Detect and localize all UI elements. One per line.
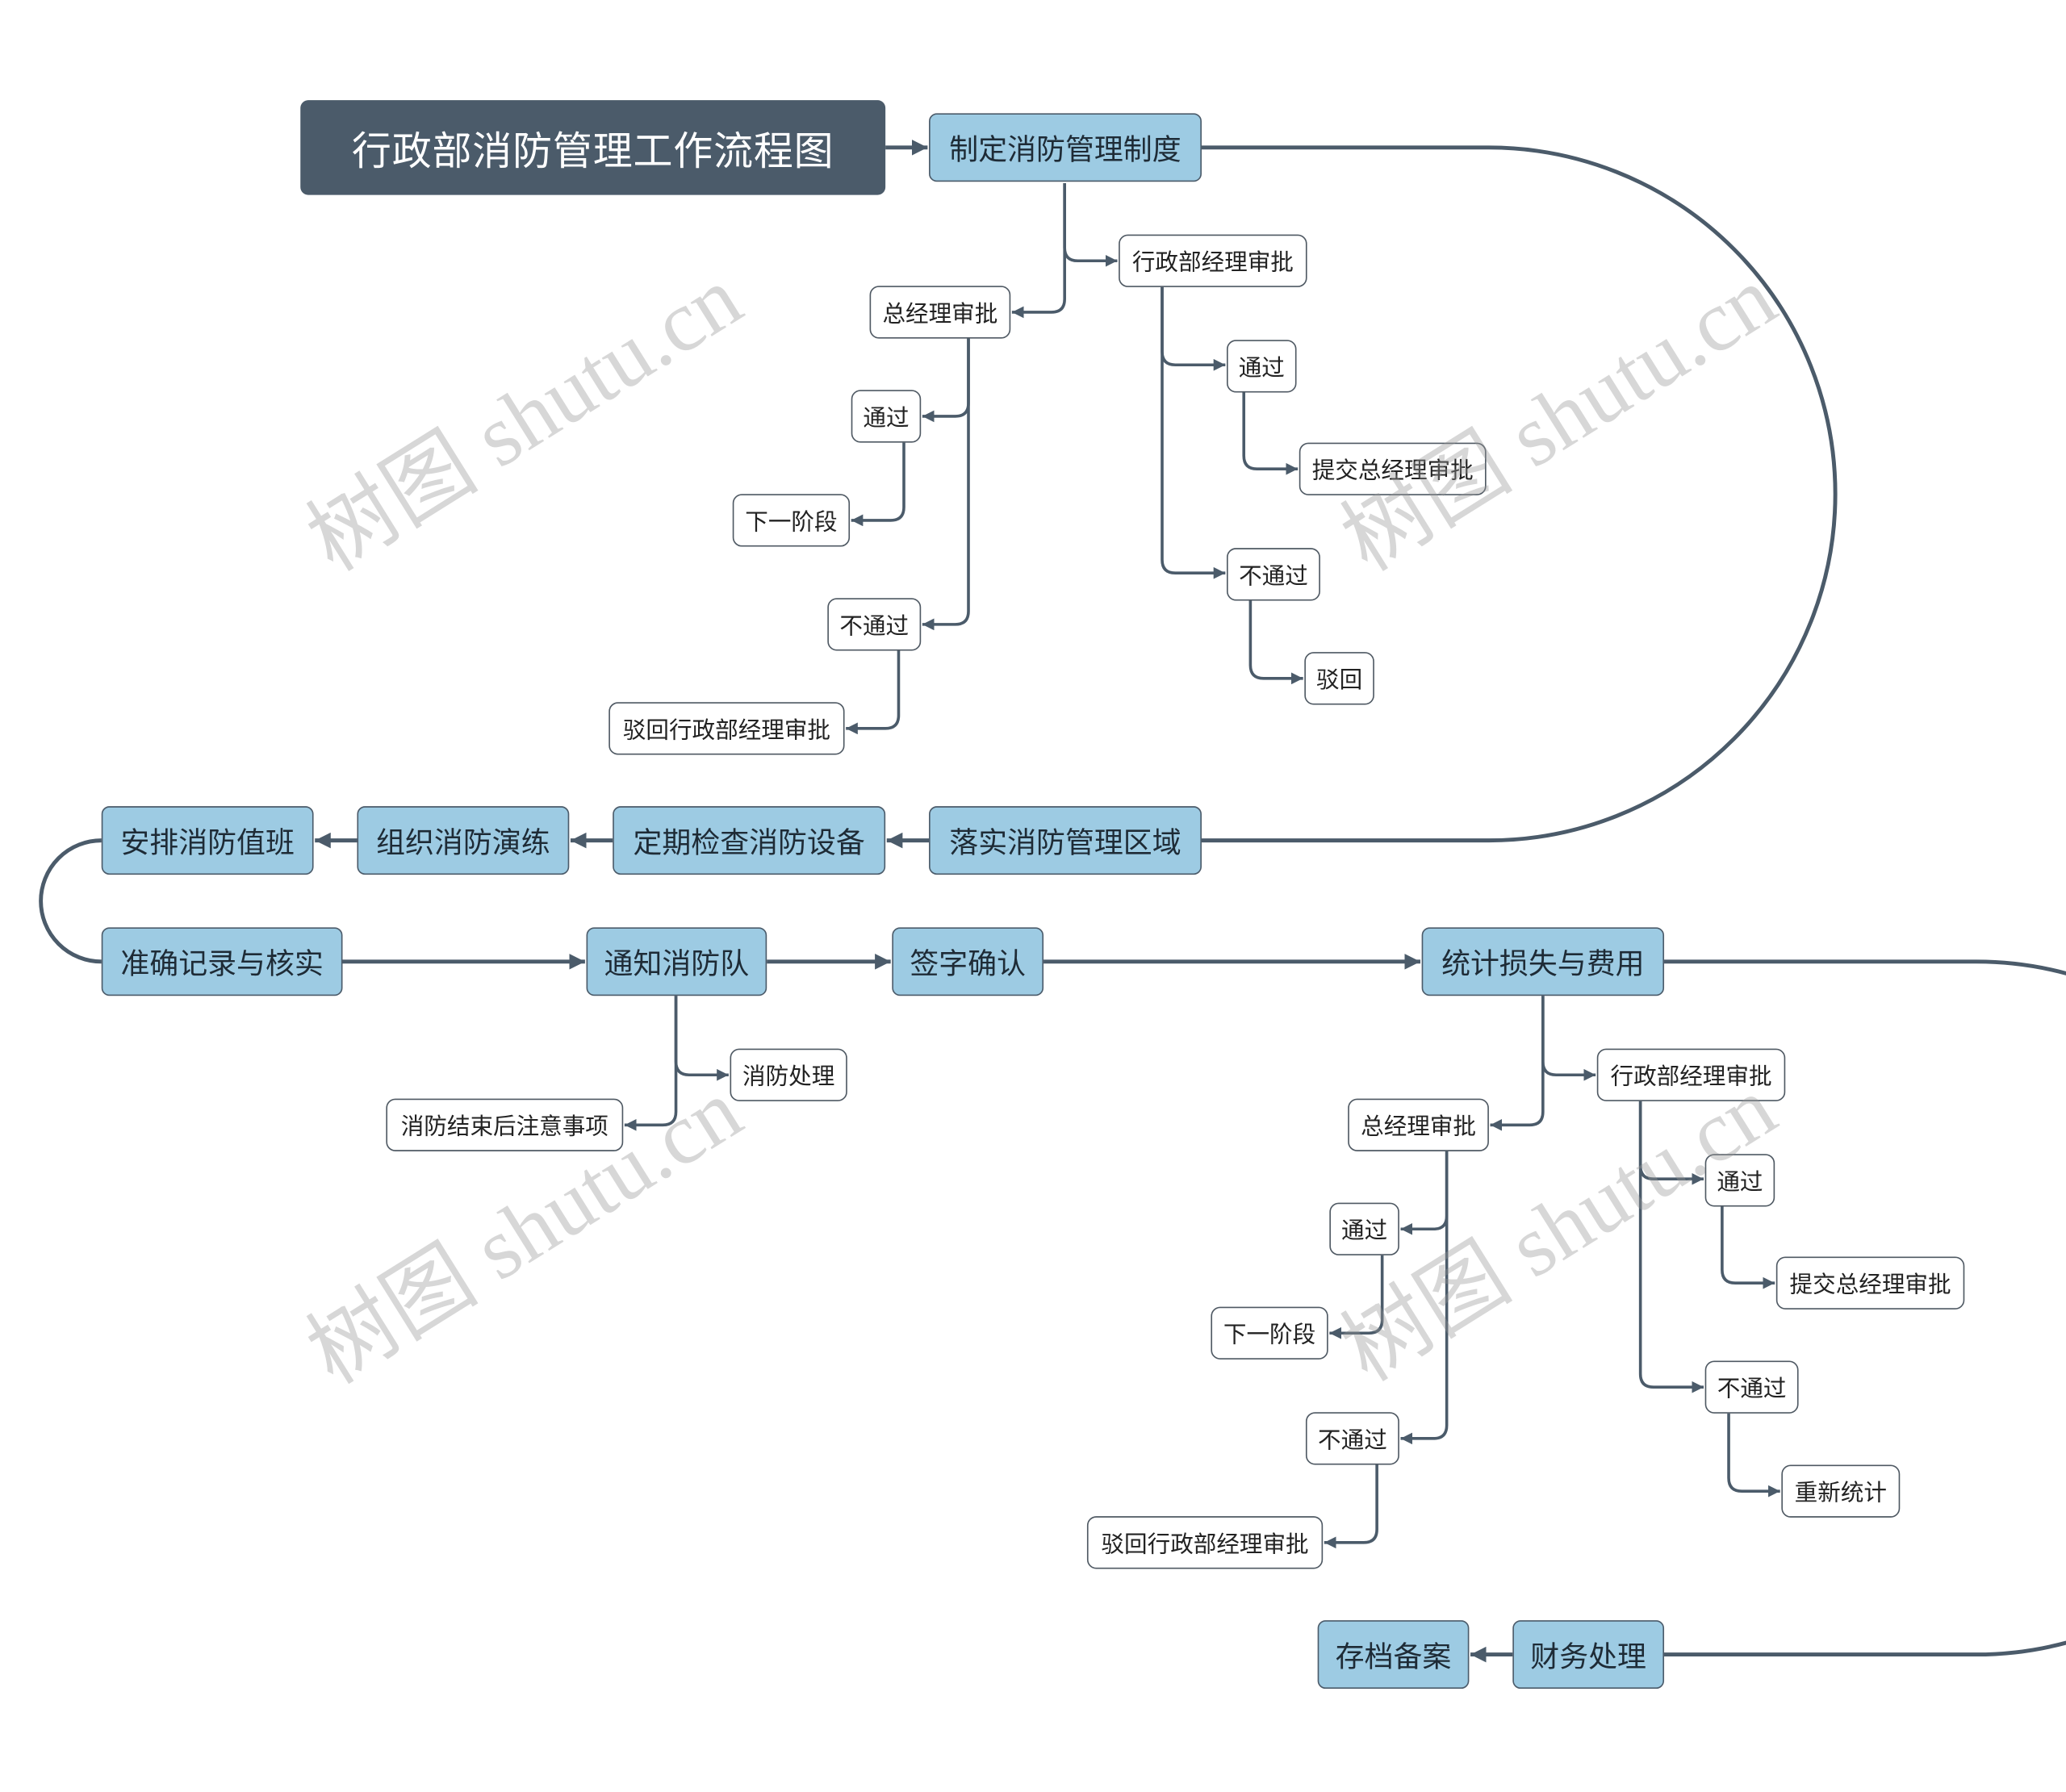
branch-connector [1541,996,1596,1081]
branch-connector [922,338,970,423]
branch-connector [624,996,678,1131]
step-draft-fire-policy: 制定消防管理制度 [929,113,1202,182]
cost-recount: 重新统计 [1781,1464,1901,1518]
fire-aftercare-notes: 消防结束后注意事项 [386,1098,624,1151]
branch-connector [1011,182,1066,319]
branch-connector [1242,392,1299,475]
policy-admin-pass: 通过 [1227,340,1297,393]
branch-connector [1721,1206,1775,1289]
step-notify-fire-brigade: 通知消防队 [586,927,767,996]
step-schedule-fire-duty: 安排消防值班 [101,806,314,875]
policy-admin-fail: 不通过 [1227,548,1320,601]
policy-submit-to-gm: 提交总经理审批 [1299,442,1487,495]
branch-connector [1161,286,1226,371]
branch-connector [1638,1101,1704,1185]
cost-admin-manager-approval: 行政部经理审批 [1596,1048,1786,1101]
policy-gm-approval: 总经理审批 [869,286,1011,339]
branch-connector [1400,1151,1449,1235]
cost-gm-approval: 总经理审批 [1348,1098,1489,1151]
step-sign-confirm: 签字确认 [892,927,1044,996]
flow-connector [1201,145,1838,843]
policy-return-to-admin: 驳回行政部经理审批 [609,702,845,755]
cost-admin-pass: 通过 [1704,1154,1775,1207]
branch-connector [1161,286,1226,579]
step-tally-losses-costs: 统计损失与费用 [1421,927,1665,996]
policy-admin-manager-approval: 行政部经理审批 [1119,234,1307,287]
branch-connector [1063,182,1118,267]
step-organize-fire-drill: 组织消防演练 [357,806,570,875]
branch-connector [674,996,729,1081]
branch-connector [922,338,970,631]
branch-connector [1324,1464,1378,1549]
cost-admin-fail: 不通过 [1704,1360,1799,1414]
policy-gm-pass: 通过 [851,390,922,443]
step-record-and-verify: 准确记录与核实 [101,927,343,996]
policy-next-stage: 下一阶段 [732,494,851,547]
policy-gm-fail: 不通过 [827,598,922,651]
branch-connector [1400,1151,1449,1445]
cost-gm-fail: 不通过 [1305,1412,1399,1465]
policy-reject: 驳回 [1304,652,1374,705]
fire-handling: 消防处理 [730,1048,847,1101]
step-archive: 存档备案 [1317,1620,1470,1690]
cost-return-to-admin: 驳回行政部经理审批 [1086,1516,1324,1569]
branch-connector [851,442,905,527]
branch-connector [1727,1413,1780,1498]
step-implement-fire-zones: 落实消防管理区域 [929,806,1202,875]
flow-connector [39,838,102,964]
branch-connector [846,650,901,735]
branch-connector [1248,600,1303,685]
step-finance-processing: 财务处理 [1512,1620,1665,1690]
step-inspect-fire-equipment: 定期检查消防设备 [613,806,886,875]
branch-connector [1329,1255,1384,1339]
cost-submit-to-gm: 提交总经理审批 [1775,1256,1965,1310]
branch-connector [1638,1101,1704,1393]
cost-gm-pass: 通过 [1329,1202,1399,1255]
diagram-title: 行政部消防管理工作流程图 [300,100,886,195]
branch-connector [1490,996,1545,1131]
cost-next-stage: 下一阶段 [1211,1306,1328,1360]
